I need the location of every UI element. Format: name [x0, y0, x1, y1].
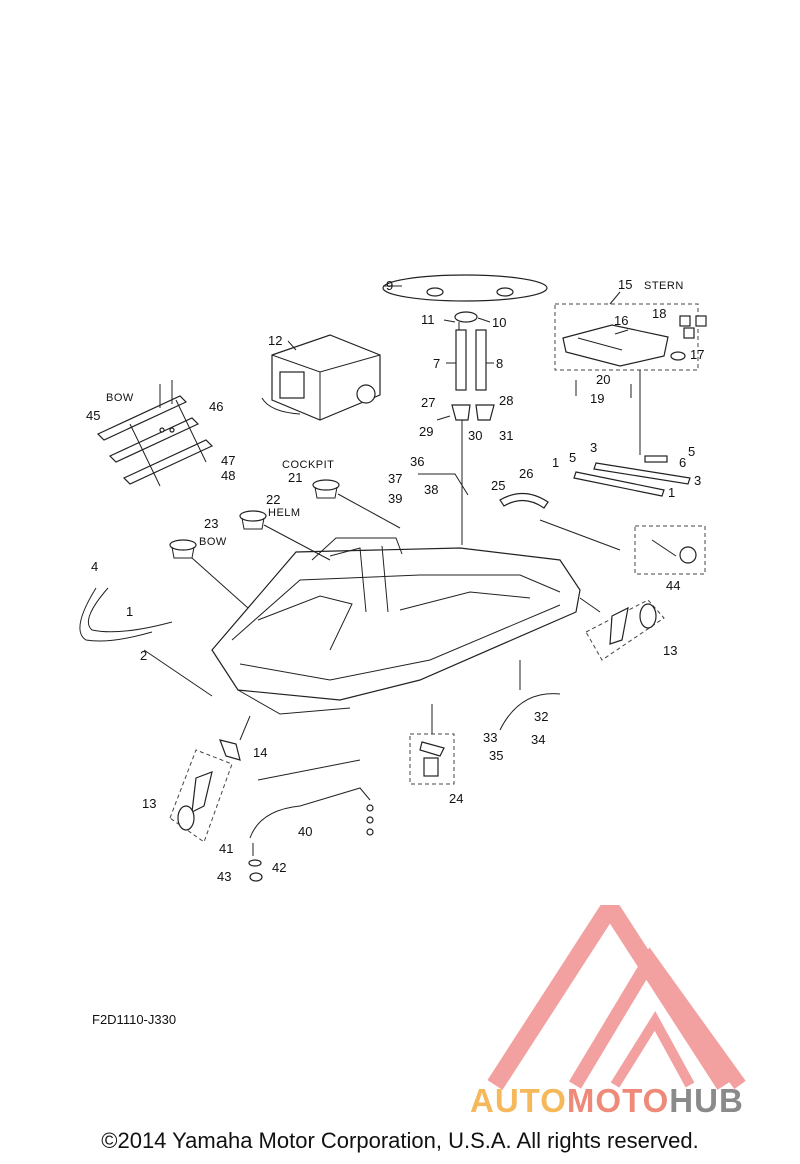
part-16-stern-seat[interactable] — [562, 324, 669, 367]
watermark-text: AUTOMOTOHUB — [470, 1082, 744, 1120]
callout-13-right: 13 — [663, 643, 677, 658]
callout-12: 12 — [268, 333, 282, 348]
callout-30: 30 — [468, 428, 482, 443]
part-41-43-fasteners[interactable] — [248, 843, 263, 882]
callout-24: 24 — [449, 791, 463, 806]
part-14-bracket[interactable] — [219, 739, 241, 761]
part-40-fasteners[interactable] — [366, 804, 374, 836]
callout-23: 23 — [204, 516, 218, 531]
callout-4: 4 — [91, 559, 98, 574]
part-44-cleat[interactable] — [651, 539, 697, 564]
callout-47: 47 — [221, 453, 235, 468]
part-13-left-group[interactable] — [169, 749, 233, 843]
label-cockpit: COCKPIT — [282, 459, 334, 471]
part-9-tower-top[interactable] — [382, 274, 548, 302]
callout-17: 17 — [690, 347, 704, 362]
callout-22: 22 — [266, 492, 280, 507]
callout-40: 40 — [298, 824, 312, 839]
callout-36: 36 — [410, 454, 424, 469]
callout-5a: 5 — [569, 450, 576, 465]
leader-lines — [143, 493, 621, 781]
drawing-code: F2D1110-J330 — [92, 1012, 177, 1027]
stern-group-box — [554, 303, 699, 371]
callout-14: 14 — [253, 745, 267, 760]
callout-34: 34 — [531, 732, 545, 747]
label-helm: HELM — [268, 507, 301, 519]
part-18-caps[interactable] — [679, 315, 707, 339]
watermark-moto: MOTO — [566, 1082, 670, 1119]
callout-31: 31 — [499, 428, 513, 443]
callout-28: 28 — [499, 393, 513, 408]
label-bow-left: BOW — [106, 392, 134, 404]
callout-6: 6 — [679, 455, 686, 470]
callout-46: 46 — [209, 399, 223, 414]
watermark-auto: AUTO — [470, 1082, 567, 1119]
callout-18: 18 — [652, 306, 666, 321]
part-40-rail[interactable] — [249, 787, 371, 839]
callout-26: 26 — [519, 466, 533, 481]
part-22-cup-holder[interactable] — [239, 510, 267, 530]
label-bow-cup: BOW — [199, 536, 227, 548]
part-12-cooler[interactable] — [261, 334, 381, 421]
part-27-28-bases[interactable] — [451, 404, 495, 421]
part-7-8-posts[interactable] — [455, 329, 487, 391]
callout-16: 16 — [614, 313, 628, 328]
callout-29: 29 — [419, 424, 433, 439]
watermark-logo — [487, 905, 746, 1090]
callout-38: 38 — [424, 482, 438, 497]
callout-48: 48 — [221, 468, 235, 483]
callout-35: 35 — [489, 748, 503, 763]
callout-15: 15 — [618, 277, 632, 292]
part-24-drain[interactable] — [419, 741, 445, 777]
callout-13-left: 13 — [142, 796, 156, 811]
part-21-cup-holder[interactable] — [312, 479, 340, 499]
callout-44: 44 — [666, 578, 680, 593]
part-32-rail[interactable] — [499, 693, 561, 731]
part-19-20-bolts[interactable] — [575, 380, 632, 398]
callout-43: 43 — [217, 869, 231, 884]
callout-21: 21 — [288, 470, 302, 485]
callout-9: 9 — [386, 278, 393, 293]
part-46-bolts[interactable] — [159, 380, 175, 433]
callout-32: 32 — [534, 709, 548, 724]
part-45-bow-ladder[interactable] — [96, 395, 214, 487]
callout-19: 19 — [590, 391, 604, 406]
part-1-2-hoses[interactable] — [79, 587, 173, 642]
callout-1-left: 1 — [126, 604, 133, 619]
callout-3a: 3 — [590, 440, 597, 455]
callout-7: 7 — [433, 356, 440, 371]
part-36-handle[interactable] — [418, 473, 469, 496]
callout-37: 37 — [388, 471, 402, 486]
callout-20: 20 — [596, 372, 610, 387]
part-25-grab-handle[interactable] — [499, 492, 549, 509]
part-23-cup-holder[interactable] — [169, 539, 197, 559]
part-17-cap[interactable] — [670, 351, 686, 361]
callout-8: 8 — [496, 356, 503, 371]
watermark-hub: HUB — [669, 1082, 744, 1119]
callout-5b: 5 — [688, 444, 695, 459]
boat-hull[interactable] — [211, 537, 581, 715]
part-6-plate[interactable] — [644, 455, 668, 463]
part-44-group-box — [634, 525, 706, 575]
callout-25: 25 — [491, 478, 505, 493]
part-13-right-group[interactable] — [585, 599, 665, 661]
callout-45: 45 — [86, 408, 100, 423]
callout-42: 42 — [272, 860, 286, 875]
callout-1a: 1 — [552, 455, 559, 470]
callout-33: 33 — [483, 730, 497, 745]
callout-39: 39 — [388, 491, 402, 506]
callout-27: 27 — [421, 395, 435, 410]
callout-1b: 1 — [668, 485, 675, 500]
callout-2: 2 — [140, 648, 147, 663]
callout-3b: 3 — [694, 473, 701, 488]
part-10-bracket[interactable] — [454, 311, 478, 330]
callout-41: 41 — [219, 841, 233, 856]
copyright-notice: ©2014 Yamaha Motor Corporation, U.S.A. A… — [101, 1128, 699, 1153]
callout-10: 10 — [492, 315, 506, 330]
callout-11: 11 — [421, 312, 435, 327]
part-3-rail[interactable] — [573, 462, 691, 497]
label-stern: STERN — [644, 280, 684, 292]
